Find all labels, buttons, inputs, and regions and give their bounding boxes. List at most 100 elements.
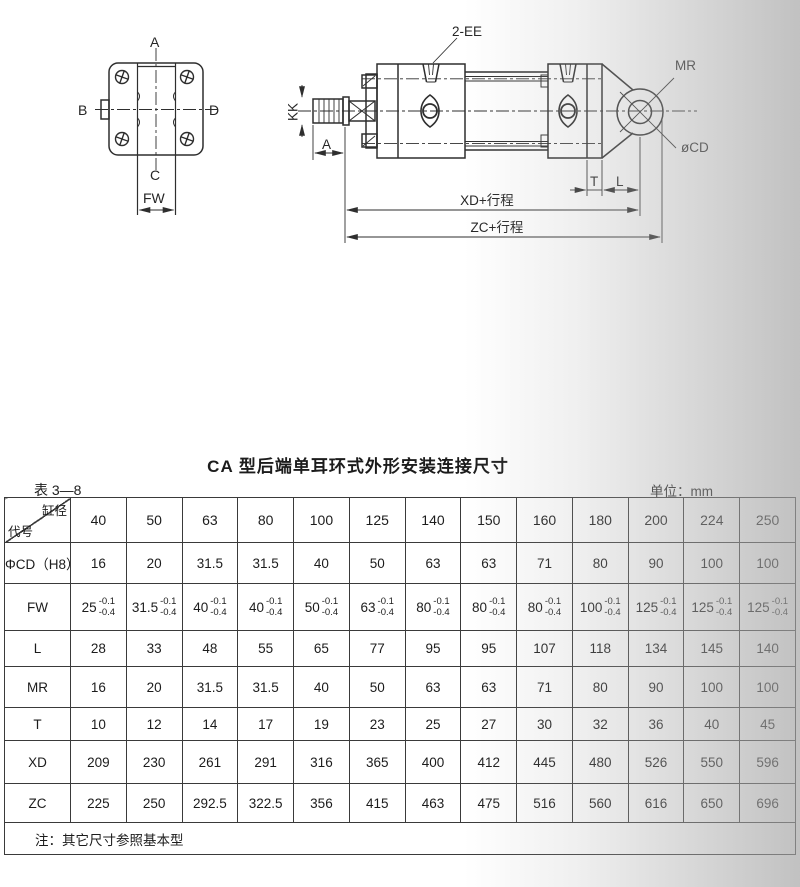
bore-header-cell: 40: [70, 497, 127, 543]
value-cell: 77: [348, 630, 406, 667]
value-cell: 261: [181, 740, 239, 784]
cylinder-view: [298, 37, 697, 243]
value-cell: 696: [739, 783, 796, 823]
value-cell: 50: [348, 666, 406, 708]
value-cell: 463: [404, 783, 462, 823]
value-cell: 20: [125, 666, 183, 708]
value-cell: 100: [683, 542, 741, 584]
value-cell: 95: [460, 630, 518, 667]
value-cell: 31.5: [237, 542, 295, 584]
value-cell: 134: [627, 630, 685, 667]
bore-header-row: 缸径 代号 40 50 63 80 100 125 140 150 160 18…: [4, 497, 796, 543]
value-cell: 63: [404, 542, 462, 584]
row-cd: ΦCD（H8） 16 20 31.5 31.5 40 50 63 63 71 8…: [4, 542, 796, 584]
value-cell: 40: [683, 707, 741, 741]
flange-label-b: B: [78, 102, 87, 118]
value-cell: 250: [125, 783, 183, 823]
value-cell: 516: [516, 783, 573, 823]
value-cell: 16: [70, 666, 127, 708]
value-cell: 27: [460, 707, 518, 741]
label-a: A: [322, 137, 331, 152]
bore-header-cell: 50: [125, 497, 183, 543]
table-note: 注：其它尺寸参照基本型: [4, 822, 796, 855]
value-cell-tol: 25-0.1-0.4: [70, 583, 127, 631]
value-cell: 650: [683, 783, 741, 823]
bore-header-cell: 180: [571, 497, 629, 543]
row-label: XD: [4, 740, 71, 784]
value-cell: 445: [516, 740, 573, 784]
value-cell: 30: [516, 707, 573, 741]
row-l: L 28 33 48 55 65 77 95 95 107 118 134 14…: [4, 630, 796, 667]
value-cell: 25: [404, 707, 462, 741]
value-cell-tol: 125-0.1-0.4: [683, 583, 741, 631]
value-cell: 616: [627, 783, 685, 823]
value-cell: 33: [125, 630, 183, 667]
value-cell: 412: [460, 740, 518, 784]
value-cell: 140: [739, 630, 796, 667]
row-label: T: [4, 707, 71, 741]
label-cd: øCD: [681, 140, 709, 155]
value-cell: 90: [627, 666, 685, 708]
value-cell: 550: [683, 740, 741, 784]
value-cell-tol: 31.5-0.1-0.4: [125, 583, 183, 631]
value-cell: 100: [683, 666, 741, 708]
value-cell-tol: 80-0.1-0.4: [460, 583, 518, 631]
row-fw: FW 25-0.1-0.4 31.5-0.1-0.4 40-0.1-0.4 40…: [4, 583, 796, 631]
corner-cell: 缸径 代号: [4, 497, 71, 543]
value-cell: 209: [70, 740, 127, 784]
value-cell: 400: [404, 740, 462, 784]
value-cell: 118: [571, 630, 629, 667]
value-cell: 48: [181, 630, 239, 667]
row-label: ΦCD（H8）: [4, 542, 71, 584]
row-mr: MR 16 20 31.5 31.5 40 50 63 63 71 80 90 …: [4, 666, 796, 708]
bore-header-cell: 100: [293, 497, 350, 543]
row-xd: XD 209 230 261 291 316 365 400 412 445 4…: [4, 740, 796, 784]
value-cell-tol: 80-0.1-0.4: [516, 583, 573, 631]
bore-header-cell: 224: [683, 497, 741, 543]
value-cell: 65: [293, 630, 350, 667]
value-cell: 31.5: [181, 666, 239, 708]
row-label: L: [4, 630, 71, 667]
value-cell: 55: [237, 630, 295, 667]
row-label: FW: [4, 583, 71, 631]
value-cell: 63: [404, 666, 462, 708]
leader-lines: [432, 37, 677, 149]
value-cell: 40: [293, 666, 350, 708]
label-zc: ZC+行程: [471, 220, 524, 235]
bore-header-cell: 140: [404, 497, 462, 543]
value-cell: 28: [70, 630, 127, 667]
value-cell: 32: [571, 707, 629, 741]
value-cell-tol: 63-0.1-0.4: [348, 583, 406, 631]
bore-header-cell: 150: [460, 497, 518, 543]
value-cell-tol: 125-0.1-0.4: [739, 583, 796, 631]
label-mr: MR: [675, 58, 696, 73]
flange-label-fw: FW: [143, 190, 166, 206]
label-2ee: 2-EE: [452, 24, 482, 39]
value-cell: 71: [516, 542, 573, 584]
value-cell-tol: 125-0.1-0.4: [627, 583, 685, 631]
value-cell: 230: [125, 740, 183, 784]
value-cell: 322.5: [237, 783, 295, 823]
value-cell-tol: 40-0.1-0.4: [181, 583, 239, 631]
value-cell-tol: 40-0.1-0.4: [237, 583, 295, 631]
label-kk: KK: [286, 103, 301, 121]
bore-header-cell: 63: [181, 497, 239, 543]
value-cell: 10: [70, 707, 127, 741]
value-cell: 100: [739, 542, 796, 584]
corner-top-label: 缸径: [41, 504, 67, 518]
value-cell: 16: [70, 542, 127, 584]
technical-drawing: A B D C FW: [78, 24, 709, 243]
flange-label-d: D: [209, 102, 219, 118]
value-cell: 36: [627, 707, 685, 741]
row-label: ZC: [4, 783, 71, 823]
value-cell: 14: [181, 707, 239, 741]
bore-header-cell: 250: [739, 497, 796, 543]
label-t: T: [590, 174, 598, 189]
row-t: T 10 12 14 17 19 23 25 27 30 32 36 40 45: [4, 707, 796, 741]
value-cell: 80: [571, 666, 629, 708]
value-cell-tol: 100-0.1-0.4: [571, 583, 629, 631]
row-zc: ZC 225 250 292.5 322.5 356 415 463 475 5…: [4, 783, 796, 823]
value-cell: 560: [571, 783, 629, 823]
value-cell: 480: [571, 740, 629, 784]
value-cell: 63: [460, 542, 518, 584]
